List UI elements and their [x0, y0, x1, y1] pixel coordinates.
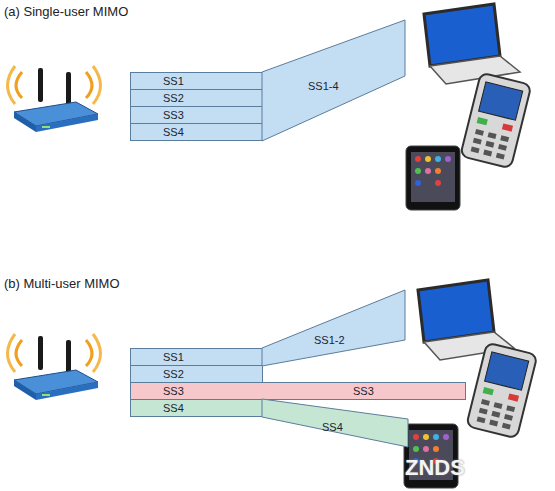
- laptop-icon: [424, 4, 520, 84]
- bundle-outline: [262, 290, 405, 366]
- tablet-icon: [406, 146, 460, 210]
- stream-label: SS1-2: [314, 334, 345, 347]
- stream-label: SS3: [163, 385, 184, 398]
- spatial-stream-bar: SS3: [130, 106, 263, 124]
- watermark: ZNDS: [405, 455, 465, 481]
- stream-label: SS4: [163, 126, 184, 139]
- bundle-shape: [262, 20, 405, 141]
- stream-label: SS1: [163, 75, 184, 88]
- spatial-stream-bar: SS3 SS3: [130, 382, 466, 400]
- phone-icon: [466, 342, 537, 438]
- bundle-shape: [262, 399, 408, 447]
- spatial-stream-bar: SS4: [130, 399, 263, 417]
- spatial-stream-bar: SS1: [130, 348, 263, 366]
- spatial-stream-bar: SS2: [130, 89, 263, 107]
- spatial-stream-bar: SS1: [130, 72, 263, 90]
- stream-label: SS2: [163, 92, 184, 105]
- stream-label: SS3: [353, 385, 374, 398]
- stream-label: SS4: [322, 421, 343, 434]
- panel-heading: (a) Single-user MIMO: [4, 4, 128, 19]
- phone-icon: [460, 72, 531, 168]
- bundle-shape: [262, 290, 405, 366]
- spatial-stream-bar: SS2: [130, 365, 263, 383]
- stream-label: SS1: [163, 351, 184, 364]
- stream-bundle: SS1-4: [262, 20, 405, 141]
- spatial-stream-bar: SS4: [130, 123, 263, 141]
- stream-label: SS2: [163, 368, 184, 381]
- router-icon: [8, 334, 101, 400]
- stream-label: SS1-4: [308, 80, 339, 93]
- stream-bundle: SS4: [262, 399, 408, 447]
- stream-label: SS3: [163, 109, 184, 122]
- router-icon: [8, 66, 101, 132]
- stream-bundle: SS1-2: [262, 290, 405, 366]
- panel-heading: (b) Multi-user MIMO: [4, 276, 120, 291]
- stream-label: SS4: [163, 402, 184, 415]
